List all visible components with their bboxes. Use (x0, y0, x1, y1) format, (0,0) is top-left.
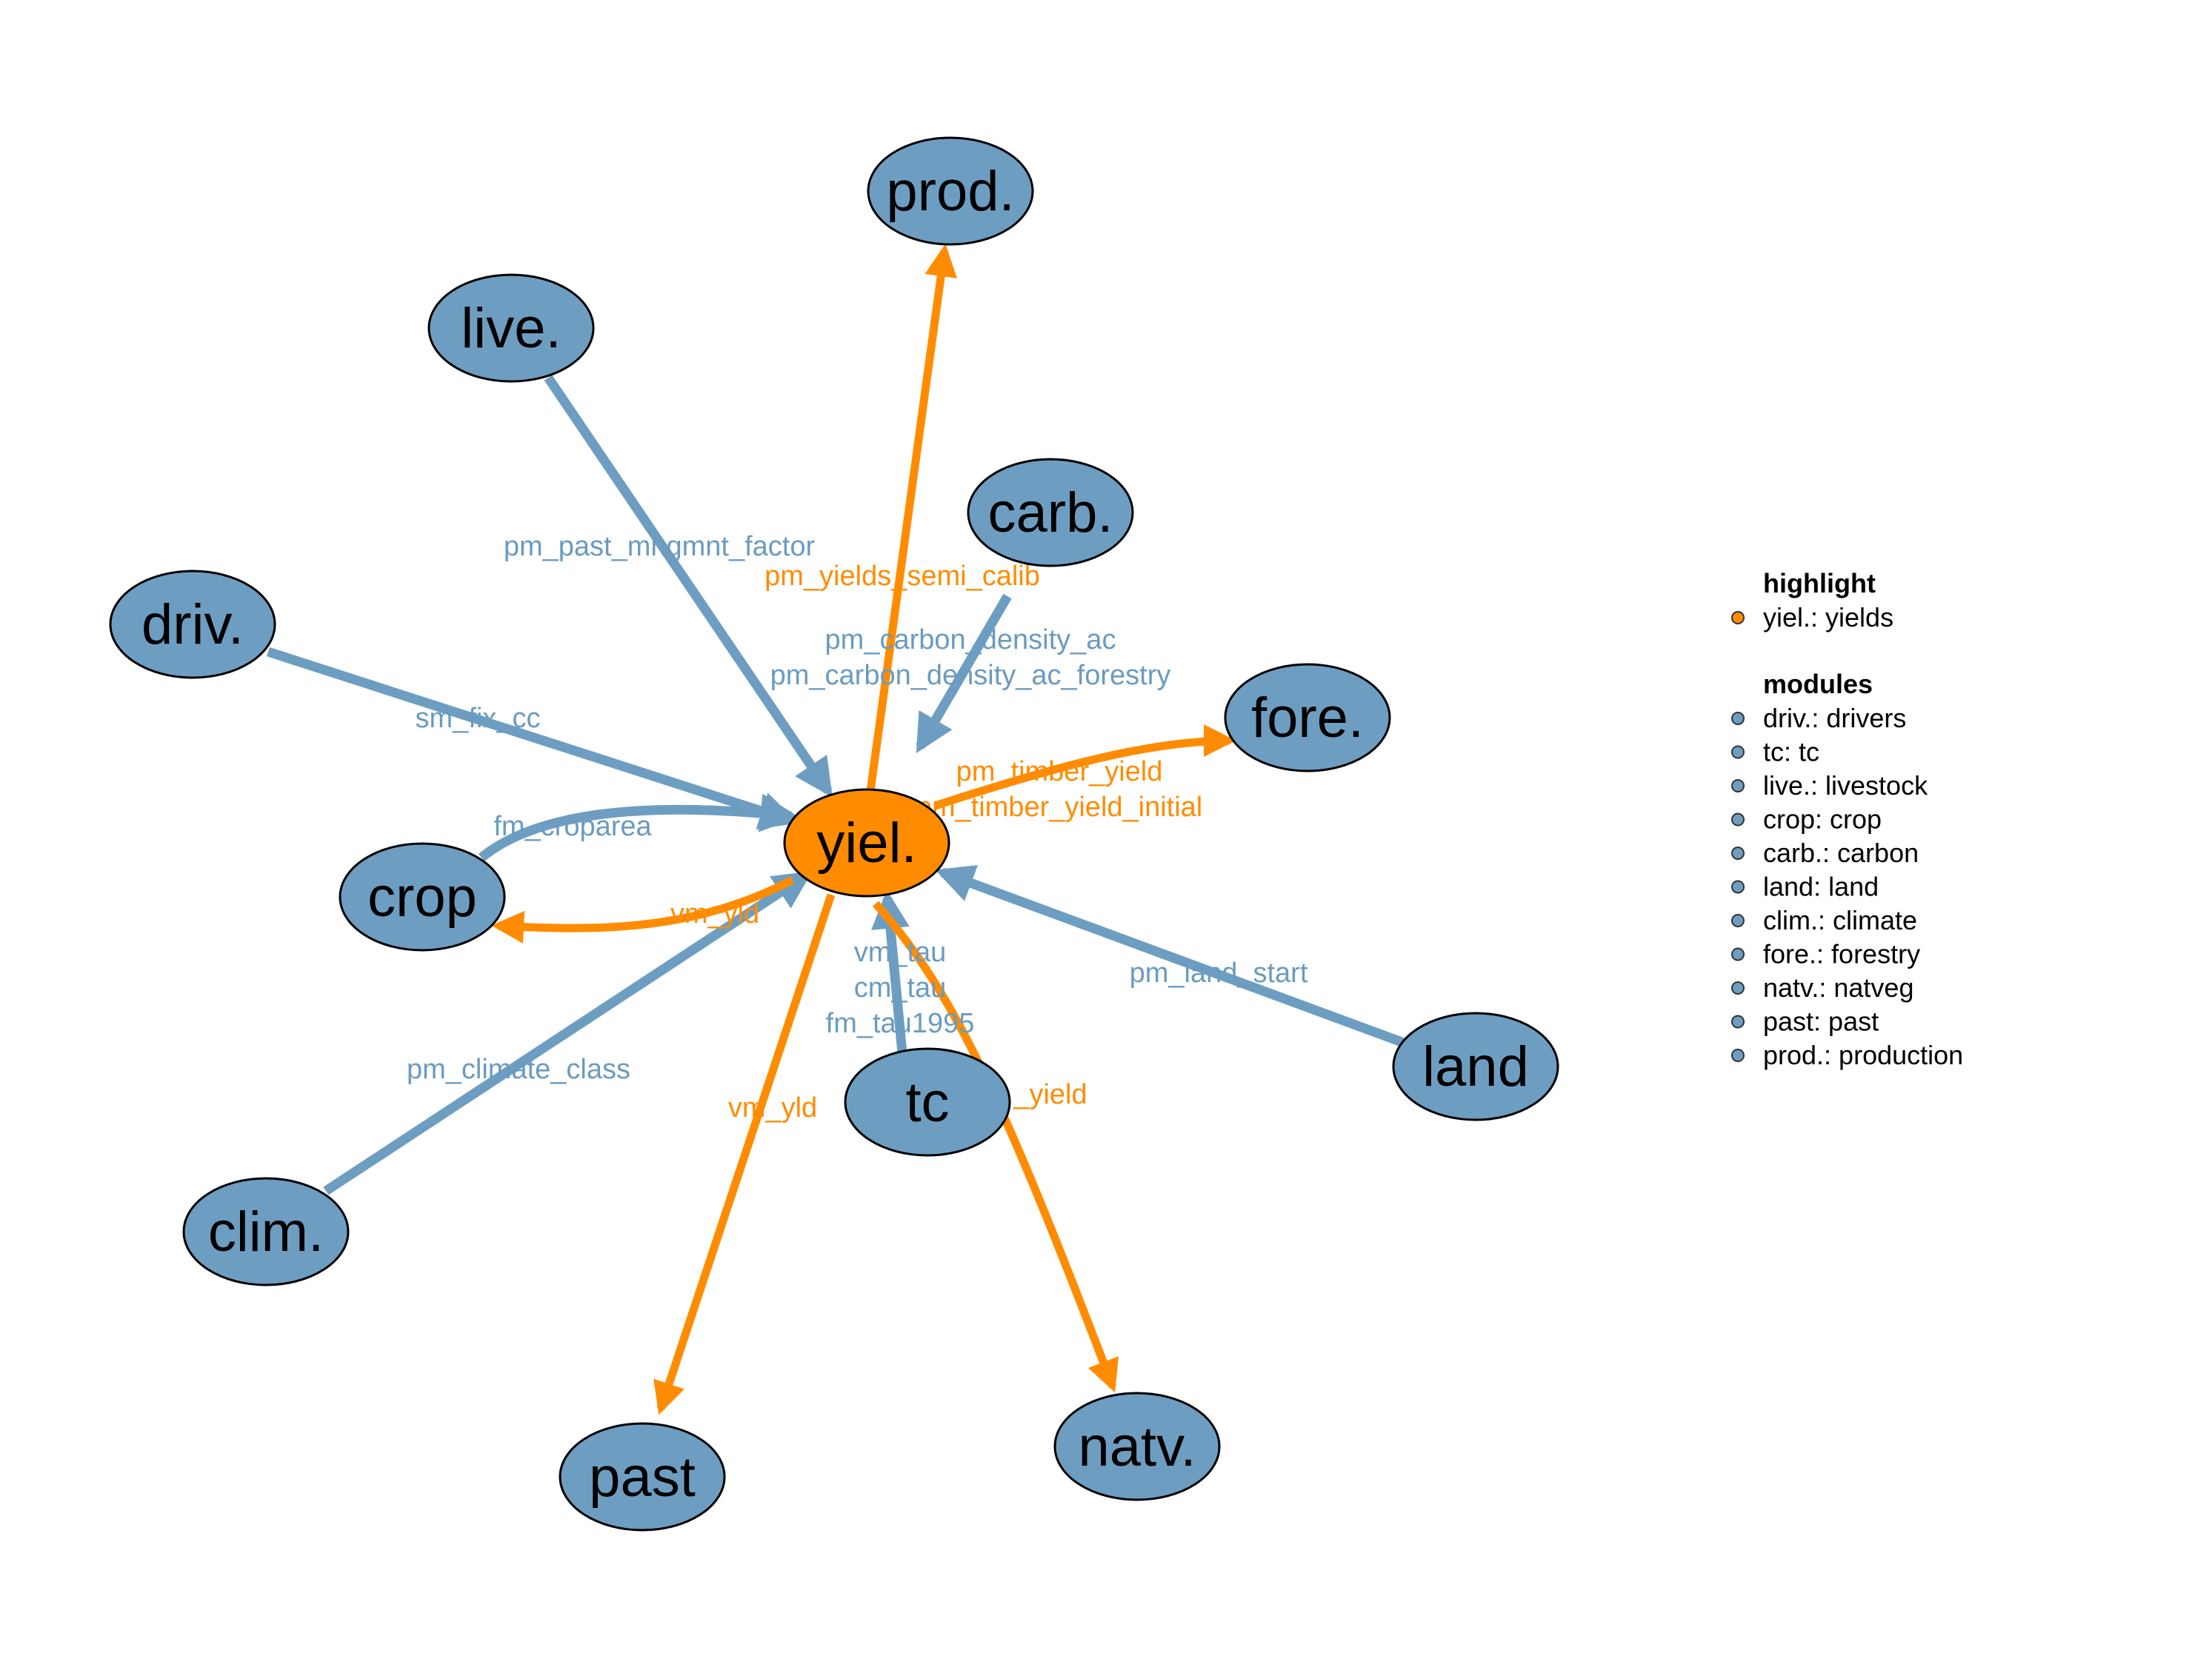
edge-label-yiel-crop: vm_yld (670, 898, 759, 929)
legend-module-text: driv.: drivers (1763, 703, 1906, 733)
legend-module-item: driv.: drivers (1731, 703, 1906, 733)
legend-module-item: clim.: climate (1731, 905, 1917, 935)
node-label-yiel: yiel. (816, 812, 916, 875)
legend-module-text: fore.: forestry (1763, 939, 1920, 969)
legend-module-item: land: land (1731, 872, 1879, 902)
node-driv[interactable]: driv. (109, 570, 276, 679)
edge-yiel-past (653, 893, 836, 1415)
node-carb[interactable]: carb. (967, 458, 1134, 567)
legend-module-text: prod.: production (1763, 1040, 1963, 1070)
node-tc[interactable]: tc (844, 1047, 1011, 1157)
legend-module-dot (1731, 712, 1745, 725)
legend-module-text: carb.: carbon (1763, 838, 1919, 868)
legend-highlight-item: yiel.: yields (1731, 602, 1893, 632)
node-label-natv: natv. (1078, 1415, 1196, 1478)
legend-module-text: past: past (1763, 1007, 1879, 1037)
edge-label-yiel-prod: pm_yields_semi_calib (764, 561, 1040, 592)
edge-label-crop-yiel: fm_croparea (493, 811, 652, 842)
edge-yiel-crop (491, 876, 795, 944)
legend-module-item: crop: crop (1731, 804, 1882, 835)
legend-module-dot (1731, 745, 1745, 759)
legend-module-text: crop: crop (1763, 804, 1882, 835)
edge-land-yiel (935, 865, 1406, 1048)
edge-label-driv-yiel: sm_fix_cc (416, 703, 541, 734)
edge-label-carb-yiel-2: pm_carbon_density_ac_forestry (770, 660, 1171, 691)
node-label-clim: clim. (208, 1201, 324, 1264)
legend-module-dot (1731, 947, 1745, 961)
node-past[interactable]: past (559, 1422, 726, 1532)
edge-driv-yiel (267, 647, 799, 830)
legend-module-dot (1731, 1015, 1745, 1029)
legend-module-item: fore.: forestry (1731, 939, 1920, 969)
node-live[interactable]: live. (427, 273, 595, 383)
legend-module-text: natv.: natveg (1763, 972, 1913, 1003)
legend-module-dot (1731, 880, 1745, 894)
edge-label-tc-yiel-1: vm_tau (854, 937, 947, 968)
edge-label-carb-yiel-1: pm_carbon_density_ac (825, 624, 1116, 655)
edge-live-yiel (544, 375, 833, 798)
node-label-driv: driv. (141, 593, 244, 656)
node-land[interactable]: land (1392, 1012, 1559, 1121)
node-label-land: land (1422, 1035, 1529, 1098)
edge-crop-yiel (478, 793, 799, 862)
edge-label-land-yiel: pm_land_start (1130, 958, 1308, 989)
node-crop[interactable]: crop (339, 842, 506, 952)
edge-label-yiel-fore-2: pm_timber_yield_initial (916, 792, 1203, 823)
node-label-tc: tc (905, 1071, 949, 1134)
legend-module-item: past: past (1731, 1007, 1879, 1037)
edge-carb-yiel (916, 593, 1012, 753)
edge-label-yiel-past: vm_yld (728, 1092, 817, 1124)
legend-module-text: tc: tc (1763, 737, 1819, 767)
legend-module-dot (1731, 779, 1745, 792)
node-natv[interactable]: natv. (1053, 1392, 1221, 1501)
edge-label-live-yiel: pm_past_mngmnt_factor (504, 531, 816, 562)
nodes: prod. live. carb. driv. fore. crop land (109, 136, 1559, 1532)
node-label-prod: prod. (886, 160, 1014, 223)
edge-label-yiel-natv: _yield (1013, 1079, 1087, 1110)
legend-module-text: live.: livestock (1763, 770, 1928, 801)
node-prod[interactable]: prod. (867, 136, 1034, 246)
legend-module-dot (1731, 981, 1745, 995)
node-label-live: live. (461, 297, 561, 360)
node-label-crop: crop (367, 866, 477, 929)
legend-highlight-item-text: yiel.: yields (1763, 602, 1893, 632)
edge-label-tc-yiel-2: cm_tau (854, 972, 947, 1004)
node-label-fore: fore. (1251, 687, 1364, 750)
legend-module-dot (1731, 914, 1745, 927)
edge-label-yiel-fore-1: pm_timber_yield (956, 756, 1163, 787)
legend-module-text: clim.: climate (1763, 905, 1917, 935)
legend: highlight yiel.: yields modules driv.: d… (1731, 568, 1963, 1070)
edge-clim-yiel (323, 871, 813, 1195)
node-label-past: past (589, 1446, 696, 1509)
node-fore[interactable]: fore. (1224, 663, 1391, 772)
node-clim[interactable]: clim. (182, 1177, 350, 1286)
legend-module-dot (1731, 847, 1745, 860)
legend-module-item: tc: tc (1731, 737, 1819, 767)
legend-module-dot (1731, 812, 1745, 827)
edge-yiel-prod (866, 244, 958, 792)
legend-module-item: carb.: carbon (1731, 838, 1919, 868)
node-label-carb: carb. (988, 481, 1113, 544)
legend-module-item: live.: livestock (1731, 770, 1928, 801)
edge-label-clim-yiel: pm_climate_class (407, 1054, 630, 1085)
legend-module-item: natv.: natveg (1731, 972, 1913, 1003)
edges-incoming (267, 375, 1406, 1195)
edge-labels: pm_past_mngmnt_factor pm_yields_semi_cal… (407, 531, 1308, 1124)
node-yiel[interactable]: yiel. (783, 788, 950, 898)
legend-modules-title: modules (1763, 669, 1873, 699)
legend-module-item: prod.: production (1731, 1040, 1963, 1070)
legend-module-dot (1731, 1049, 1745, 1062)
edge-label-tc-yiel-3: fm_tau1995 (826, 1008, 975, 1039)
edge-yiel-fore (933, 724, 1236, 810)
legend-module-text: land: land (1763, 872, 1879, 902)
legend-highlight-title: highlight (1763, 568, 1876, 598)
